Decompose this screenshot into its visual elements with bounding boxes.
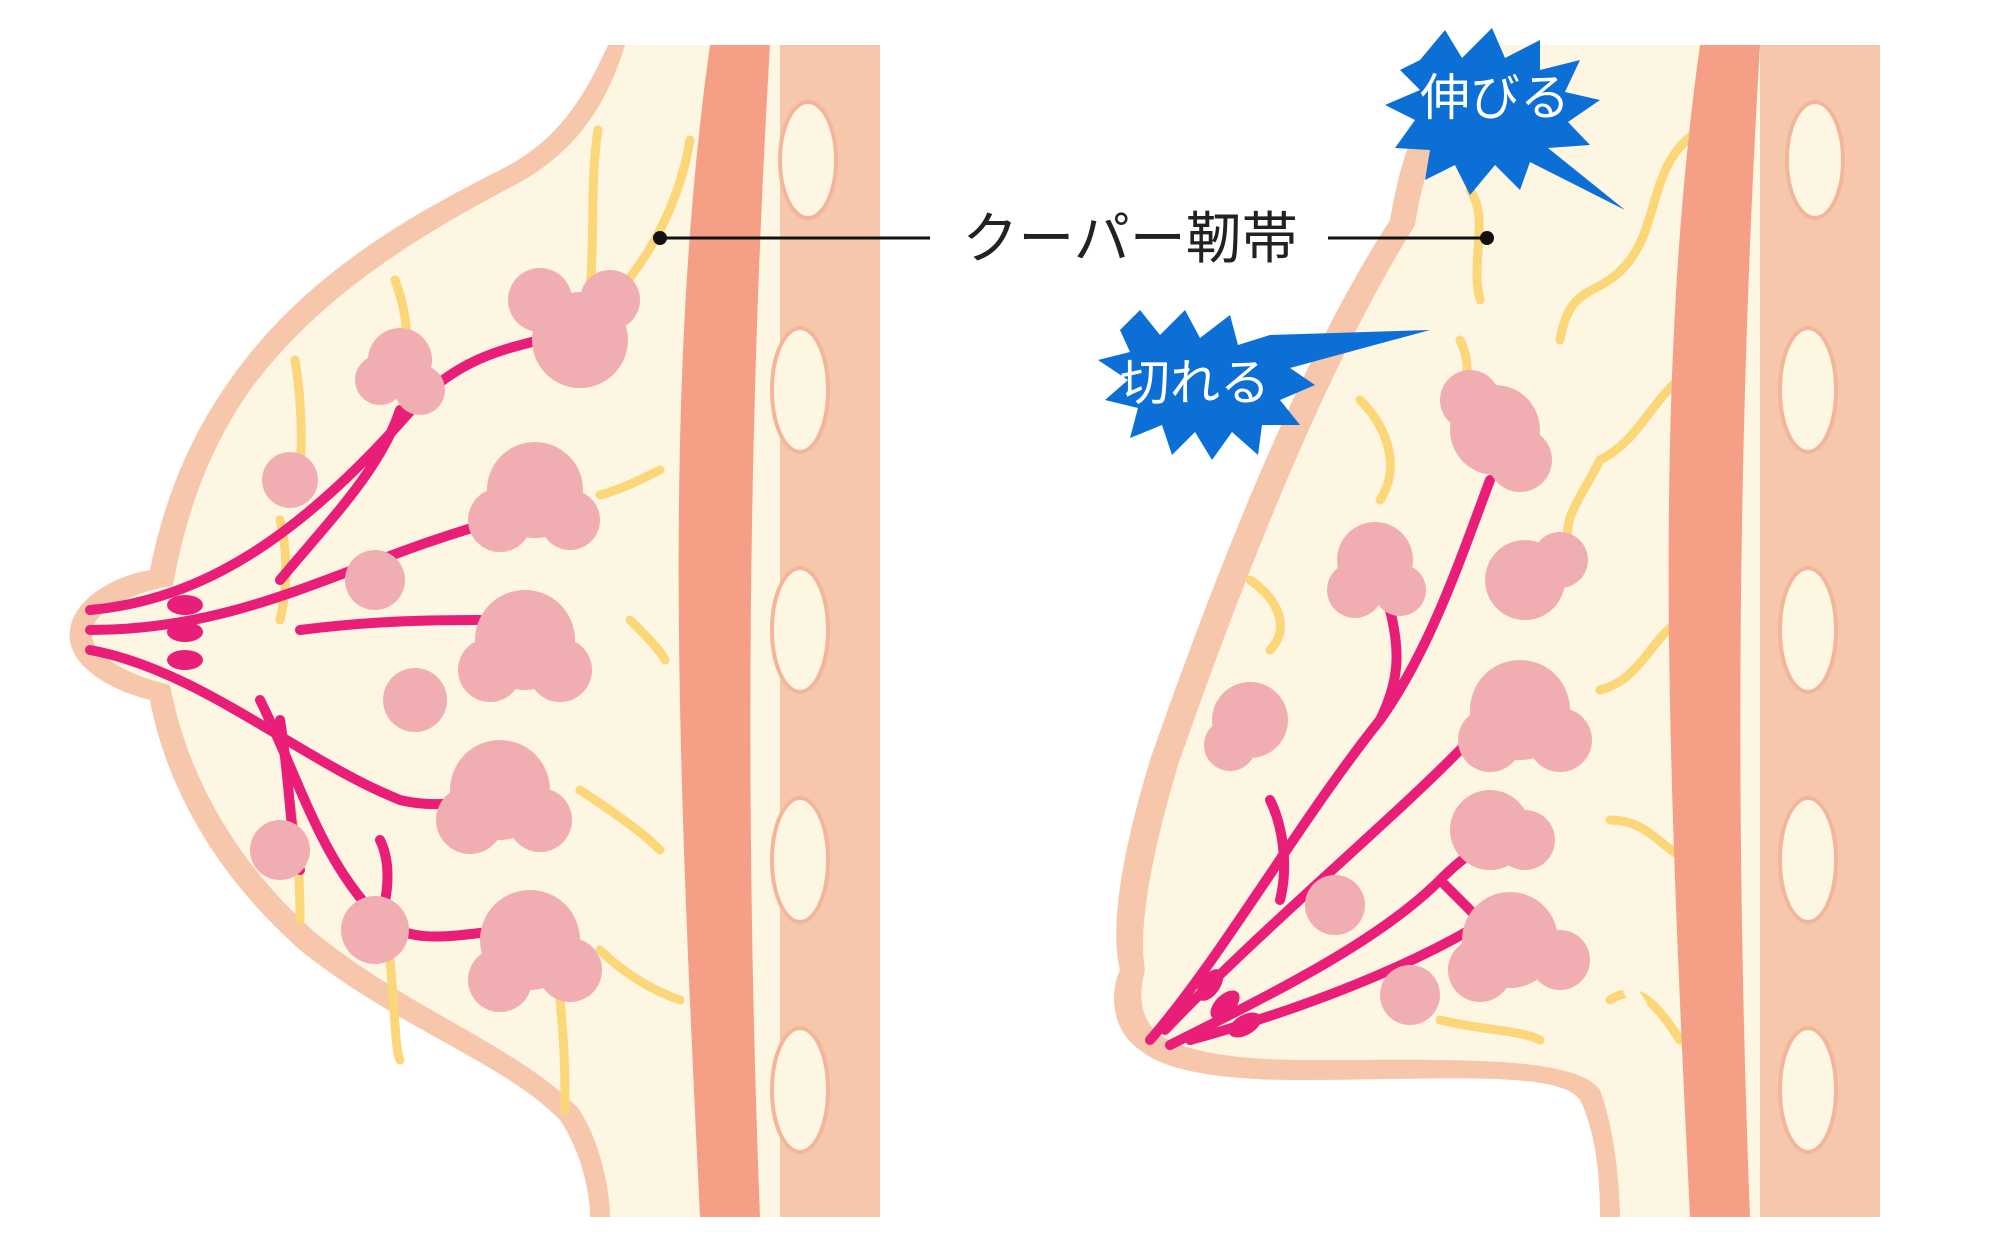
left-breast-illustration <box>69 45 930 1217</box>
right-breast-fat <box>1141 45 1760 1217</box>
tear-callout: 切れる <box>1098 310 1430 460</box>
right-ligament-tears <box>1461 293 1647 1012</box>
right-rib-ovals <box>1778 100 1845 1154</box>
stretch-label: 伸びる <box>1420 69 1570 127</box>
right-breast-illustration <box>1114 45 1880 1217</box>
right-nipple-ducts <box>1196 969 1262 1038</box>
left-rib-ovals <box>770 100 838 1154</box>
left-pectoral-muscle <box>678 45 770 1217</box>
burst-callout-icon <box>1385 28 1625 210</box>
left-nipple-ducts <box>167 595 203 670</box>
right-lobules <box>1204 370 1592 1025</box>
burst-callout-icon <box>1098 310 1430 460</box>
right-pectoral-muscle <box>1668 45 1760 1217</box>
stretch-callout: 伸びる <box>1385 28 1625 210</box>
left-lobules <box>250 268 640 1012</box>
left-cooper-ligaments <box>275 125 695 1115</box>
cooper-ligament-label: クーパー靭帯 <box>962 207 1297 272</box>
tear-label: 切れる <box>1120 354 1270 412</box>
